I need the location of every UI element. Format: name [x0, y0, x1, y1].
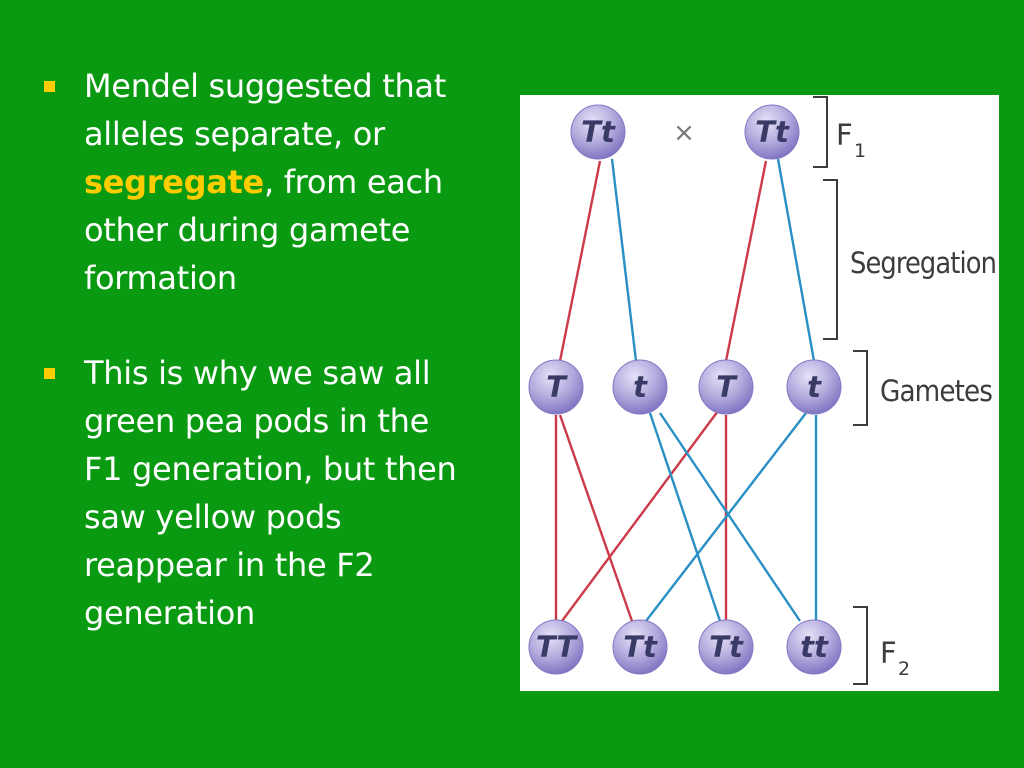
connection-line [558, 414, 634, 622]
offspring-node: Tt [612, 619, 668, 675]
gametes-bracket [853, 350, 868, 426]
bullet-text: formation [84, 259, 237, 297]
brackets [813, 96, 868, 685]
bullet-square-icon [44, 81, 55, 92]
connection-line [610, 158, 638, 362]
bullet-line: saw yellow pods [84, 493, 514, 541]
f2-label: F [880, 636, 896, 670]
bullet-text: Mendel suggested that [84, 67, 446, 105]
bullet-line: F1 generation, but then [84, 445, 514, 493]
f1-subscript: 1 [854, 140, 865, 162]
bullet-line: other during gamete [84, 206, 514, 254]
connection-line [659, 412, 801, 622]
bullet-text: reappear in the F2 [84, 546, 375, 584]
bullet-text: other during gamete [84, 211, 411, 249]
parent-node: Tt [744, 104, 800, 160]
bullet-text: generation [84, 594, 256, 632]
allele-label: Tt [581, 115, 616, 149]
allele-circle [528, 619, 584, 675]
segregation-bracket [823, 179, 838, 340]
allele-circle [698, 359, 754, 415]
f2-bracket [853, 606, 868, 685]
allele-circle [698, 619, 754, 675]
offspring-node: tt [786, 619, 842, 675]
parent-node: Tt [570, 104, 626, 160]
bullet-text: F1 generation, but then [84, 450, 457, 488]
offspring-node: TT [528, 619, 584, 675]
connection-line [561, 410, 719, 622]
bullet-text: green pea pods in the [84, 402, 429, 440]
connection-line [648, 412, 722, 622]
f2-subscript: 2 [898, 658, 909, 680]
allele-label: T [716, 370, 738, 404]
bullet-text: This is why we saw all [84, 354, 431, 392]
allele-label: tt [800, 630, 829, 664]
allele-label: t [807, 370, 822, 404]
connection-line [558, 160, 602, 362]
bullet-item: This is why we saw all green pea pods in … [44, 349, 514, 637]
connection-lines [554, 158, 818, 622]
bullet-list: Mendel suggested that alleles separate, o… [44, 62, 514, 637]
allele-label: t [633, 370, 648, 404]
bullet-text: alleles separate, or [84, 115, 385, 153]
allele-label: Tt [755, 115, 790, 149]
allele-label: Tt [623, 630, 658, 664]
connection-line [724, 160, 768, 362]
bullet-item: Mendel suggested that alleles separate, o… [44, 62, 514, 302]
gamete-node: t [612, 359, 668, 415]
allele-label: T [546, 370, 568, 404]
allele-circle [612, 359, 668, 415]
connection-line [776, 158, 816, 362]
gamete-node: t [786, 359, 842, 415]
f1-label: F [836, 118, 852, 152]
allele-circle [786, 619, 842, 675]
gametes-label: Gametes [880, 374, 992, 408]
connection-line [645, 412, 807, 622]
bullet-text: saw yellow pods [84, 498, 342, 536]
bullet-line: formation [84, 254, 514, 302]
cross-symbol: × [673, 118, 695, 148]
allele-circle [786, 359, 842, 415]
bullet-line: This is why we saw all [84, 349, 514, 397]
allele-label: Tt [709, 630, 744, 664]
allele-circle [570, 104, 626, 160]
bullet-line: segregate, from each [84, 158, 514, 206]
bullet-line: reappear in the F2 [84, 541, 514, 589]
segregation-label: Segregation [850, 246, 996, 280]
allele-circle [528, 359, 584, 415]
bullet-square-icon [44, 368, 55, 379]
highlighted-term: segregate [84, 163, 264, 201]
allele-label: TT [536, 630, 578, 664]
gamete-node: T [528, 359, 584, 415]
gamete-node: T [698, 359, 754, 415]
bullet-line: green pea pods in the [84, 397, 514, 445]
f1-bracket [813, 96, 828, 168]
offspring-node: Tt [698, 619, 754, 675]
bullet-text: , from each [263, 163, 443, 201]
allele-circle [612, 619, 668, 675]
bullet-line: generation [84, 589, 514, 637]
bullet-line: alleles separate, or [84, 110, 514, 158]
allele-circle [744, 104, 800, 160]
bullet-line: Mendel suggested that [84, 62, 514, 110]
